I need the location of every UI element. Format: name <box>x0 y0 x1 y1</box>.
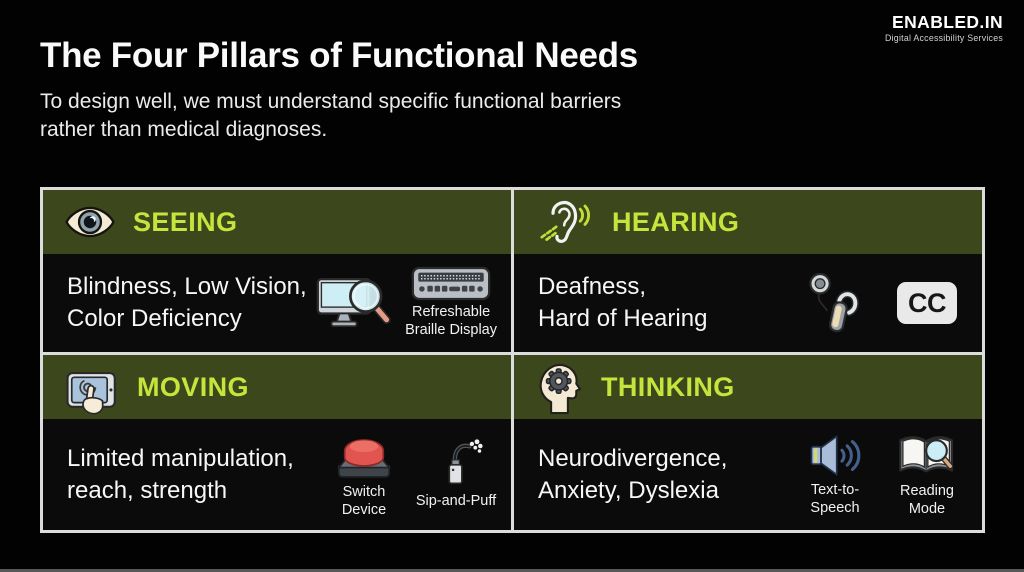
aid-reading-mode: Reading Mode <box>886 430 968 518</box>
aid-braille-display: Refreshable Braille Display <box>405 266 497 339</box>
aid-sip-and-puff: Sip-and-Puff <box>415 438 497 511</box>
brand-logo: ENABLED.IN Digital Accessibility Service… <box>885 12 1003 44</box>
pillar-seeing: SEEING Blindness, Low Vision, Color Defi… <box>43 190 511 352</box>
aid-text-to-speech: Text-to- Speech <box>794 432 876 517</box>
aid-sip-and-puff-label: Sip-and-Puff <box>415 493 497 510</box>
pillar-thinking-description: Neurodivergence, Anxiety, Dyslexia <box>538 444 728 504</box>
pillar-seeing-description: Blindness, Low Vision, Color Deficiency <box>67 273 307 332</box>
pillar-hearing-header: HEARING <box>514 190 982 254</box>
pillar-seeing-body: Blindness, Low Vision, Color Deficiency <box>43 254 511 352</box>
ear-icon <box>540 200 590 243</box>
pillar-seeing-aids: Refreshable Braille Display <box>313 266 497 339</box>
brand-tagline: Digital Accessibility Services <box>885 33 1003 44</box>
aid-reading-mode-label: Reading Mode <box>899 483 954 517</box>
pillar-seeing-header: SEEING <box>43 190 511 254</box>
aid-closed-captions: CC <box>886 282 968 324</box>
aid-screen-magnifier <box>313 275 395 332</box>
pillar-seeing-label: SEEING <box>133 206 238 237</box>
aid-braille-display-label: Refreshable Braille Display <box>405 304 497 338</box>
screen-magnifier-icon <box>316 277 391 327</box>
pillar-moving: MOVING Limited manipulation, reach, stre… <box>43 355 511 530</box>
pillar-hearing: HEARING Deafness, Hard of Hearing <box>514 190 982 352</box>
pillar-hearing-label: HEARING <box>612 206 740 237</box>
pillar-hearing-description: Deafness, Hard of Hearing <box>538 273 708 332</box>
pillar-thinking-header: THINKING <box>514 355 982 419</box>
pillar-thinking-aids: Text-to- Speech Reading Mode <box>794 430 968 518</box>
sip-and-puff-icon <box>448 439 483 485</box>
pillar-moving-description: Limited manipulation, reach, strength <box>67 444 294 504</box>
brand-name: ENABLED.IN <box>892 12 1003 32</box>
pillar-moving-aids: Switch Device <box>323 429 497 519</box>
page-title: The Four Pillars of Functional Needs <box>40 36 638 75</box>
touch-tablet-icon <box>66 372 116 415</box>
pillar-thinking-label: THINKING <box>601 371 735 402</box>
pillar-moving-label: MOVING <box>137 371 249 402</box>
page-subtitle: To design well, we must understand speci… <box>40 90 622 142</box>
switch-device-icon <box>337 439 391 478</box>
aid-switch-device: Switch Device <box>323 429 405 519</box>
bottom-edge-bar <box>0 569 1024 572</box>
head-gear-icon <box>539 363 582 415</box>
aid-text-to-speech-label: Text-to- Speech <box>810 481 860 516</box>
pillar-moving-body: Limited manipulation, reach, strength Sw… <box>43 419 511 530</box>
pillar-thinking-body: Neurodivergence, Anxiety, Dyslexia Text-… <box>514 419 982 530</box>
aid-switch-device-label: Switch Device <box>341 484 387 518</box>
pillar-moving-header: MOVING <box>43 355 511 419</box>
braille-display-icon <box>411 267 491 301</box>
four-pillars-grid: SEEING Blindness, Low Vision, Color Defi… <box>40 187 985 533</box>
closed-captions-icon: CC <box>897 282 957 324</box>
aid-hearing-aid <box>794 272 876 334</box>
reading-mode-icon <box>899 436 954 473</box>
pillar-thinking: THINKING Neurodivergence, Anxiety, Dysle… <box>514 355 982 530</box>
text-to-speech-icon <box>810 435 861 476</box>
hearing-aid-icon <box>809 272 859 333</box>
pillar-hearing-aids: CC <box>794 272 968 334</box>
pillar-hearing-body: Deafness, Hard of Hearing <box>514 254 982 352</box>
eye-icon <box>65 206 115 238</box>
